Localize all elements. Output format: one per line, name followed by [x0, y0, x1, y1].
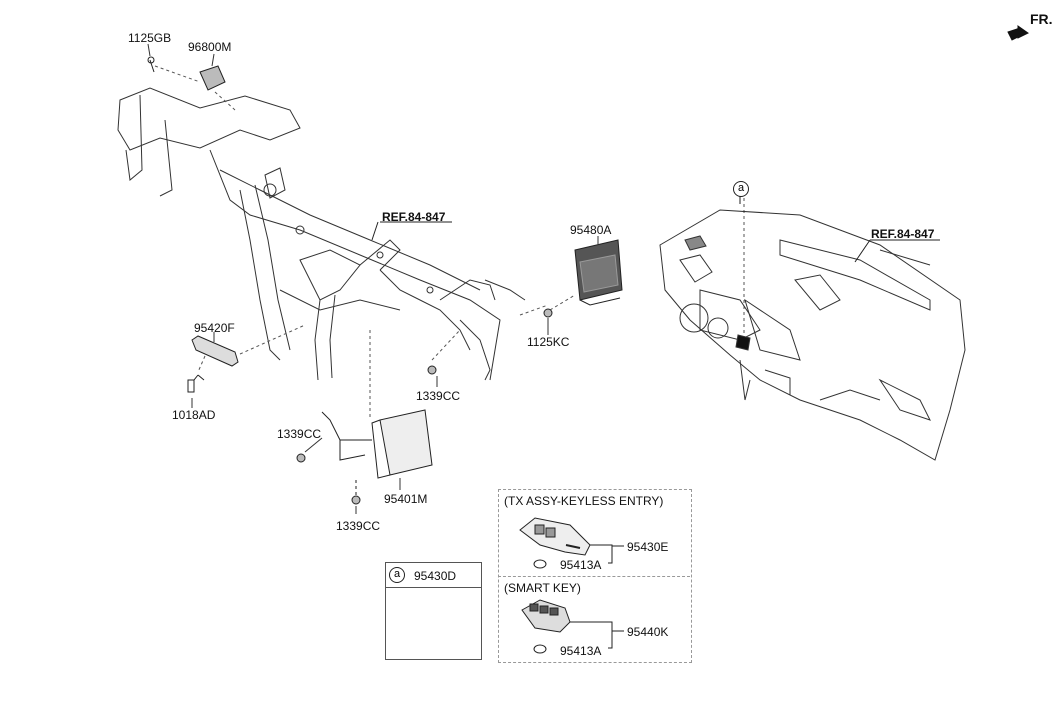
part-label-1125GB: 1125GB: [128, 31, 172, 45]
part-leader-lines: [147, 43, 599, 514]
part-label-95413A-1: 95413A: [560, 558, 602, 572]
bracket-95420F-drawing: [187, 335, 239, 393]
module-96800M-drawing: [147, 56, 226, 91]
start-switch-box-divider: [385, 587, 481, 588]
module-95480A-drawing: [543, 239, 623, 318]
part-label-1018AD: 1018AD: [172, 408, 216, 422]
leader-lines: [154, 65, 745, 420]
part-label-95401M: 95401M: [384, 492, 428, 506]
part-label-95413A-2: 95413A: [560, 644, 602, 658]
part-label-95440K: 95440K: [627, 625, 669, 639]
front-arrow-icon: [1007, 25, 1029, 41]
ref-label-right: REF.84-847: [871, 227, 935, 241]
ref-label-left: REF.84-847: [382, 210, 446, 224]
callout-circle-a: a: [733, 181, 749, 197]
part-label-1125KC: 1125KC: [527, 335, 570, 349]
crash-pad-drawing: [659, 209, 966, 461]
smart-key-drawing: [521, 599, 624, 654]
part-label-1339CC-2: 1339CC: [336, 519, 381, 533]
module-95401M-drawing: [296, 365, 437, 505]
keyless-entry-title: (TX ASSY-KEYLESS ENTRY): [504, 494, 664, 508]
part-label-95430E: 95430E: [627, 540, 669, 554]
part-label-1339CC-3: 1339CC: [416, 389, 461, 403]
smart-key-title: (SMART KEY): [504, 581, 581, 595]
part-label-95480A: 95480A: [570, 223, 612, 237]
key-group-divider: [498, 576, 690, 577]
ref-right-leader: [854, 239, 871, 263]
callout-circle-a-box: a: [389, 567, 405, 583]
front-label: FR.: [1030, 11, 1053, 27]
part-label-1339CC-1: 1339CC: [277, 427, 322, 441]
part-label-95430D: 95430D: [414, 569, 457, 583]
part-label-95420F: 95420F: [194, 321, 235, 335]
ref-left-leader: [371, 221, 379, 241]
part-label-96800M: 96800M: [188, 40, 232, 54]
keyless-fob-drawing: [519, 517, 624, 569]
cowl-cross-bar-drawing: [117, 87, 526, 381]
